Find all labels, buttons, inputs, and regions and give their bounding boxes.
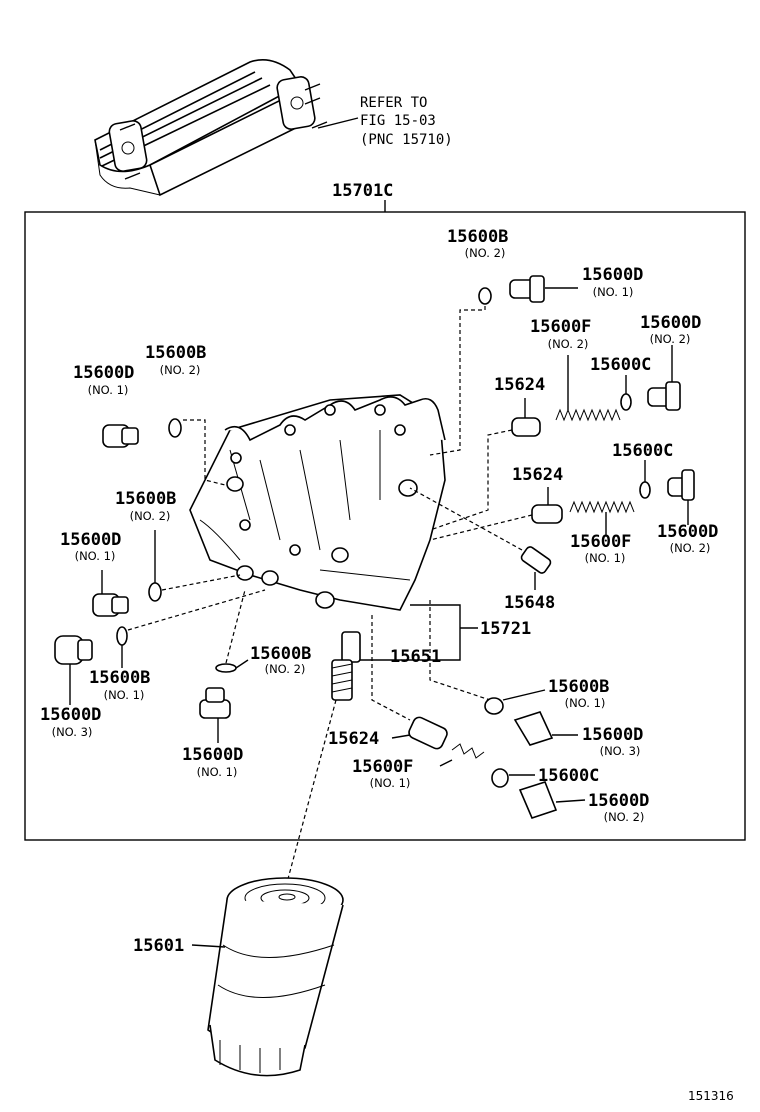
part-number-label: 15600D (640, 313, 701, 333)
part-variant-label: (NO. 1) (565, 696, 606, 710)
part-number-label: 15721 (480, 619, 531, 639)
part-variant-label: (NO. 3) (52, 725, 93, 739)
oil-cooler-drawing (94, 59, 359, 197)
part-number-label: 15600D (582, 265, 643, 285)
filter-bracket-body (189, 394, 446, 611)
part-number-label: 15624 (512, 465, 563, 485)
assembly-frame (24, 211, 746, 841)
part-number-label: 15648 (504, 593, 555, 613)
spring-f2 (555, 408, 621, 422)
oil-filter (207, 877, 344, 1077)
part-variant-label: (NO. 2) (465, 246, 506, 260)
part-number-label: 15651 (390, 647, 441, 667)
plug-d1-topright (509, 275, 545, 303)
part-variant-label: (NO. 2) (604, 810, 645, 824)
part-variant-label: (NO. 1) (104, 688, 145, 702)
part-number-label: 15600F (352, 757, 413, 777)
part-number-label: 15600D (588, 791, 649, 811)
part-number-label: 15600F (570, 532, 631, 552)
part-variant-label: (NO. 1) (585, 551, 626, 565)
part-number-label: 15624 (494, 375, 545, 395)
part-number-label: 15624 (328, 729, 379, 749)
part-variant-label: (NO. 1) (75, 549, 116, 563)
part-variant-label: (NO. 3) (600, 744, 641, 758)
part-variant-label: (NO. 1) (88, 383, 129, 397)
part-labels: 15600B(NO. 2)15600D(NO. 1)15600F(NO. 2)1… (40, 227, 718, 956)
part-number-label: 15600C (590, 355, 651, 375)
part-number-label: 15600D (657, 522, 718, 542)
part-number-label: 15600D (182, 745, 243, 765)
part-variant-label: (NO. 2) (160, 363, 201, 377)
diagram-id: 151316 (688, 1089, 734, 1103)
part-variant-label: (NO. 2) (265, 662, 306, 676)
part-number-label: 15600C (612, 441, 673, 461)
part-variant-label: (NO. 1) (370, 776, 411, 790)
stud-15651 (331, 631, 361, 701)
part-number-label: 15600D (60, 530, 121, 550)
part-number-label: 15600D (40, 705, 101, 725)
part-number-label: 15600B (115, 489, 176, 509)
part-variant-label: (NO. 1) (197, 765, 238, 779)
part-number-label: 15600D (582, 725, 643, 745)
part-number-label: 15600B (548, 677, 609, 697)
part-variant-label: (NO. 2) (670, 541, 711, 555)
part-number-label: 15600F (530, 317, 591, 337)
part-variant-label: (NO. 2) (130, 509, 171, 523)
part-variant-label: (NO. 2) (548, 337, 589, 351)
part-number-label: 15600B (447, 227, 508, 247)
assembly-number: 15701C (332, 181, 393, 201)
part-number-label: 15600B (250, 644, 311, 664)
reference-line-3: (PNC 15710) (360, 132, 453, 148)
reference-line-1: REFER TO (360, 95, 427, 111)
part-variant-label: (NO. 1) (593, 285, 634, 299)
part-number-label: 15600C (538, 766, 599, 786)
part-number-label: 15601 (133, 936, 184, 956)
part-number-label: 15600B (145, 343, 206, 363)
reference-line-2: FIG 15-03 (360, 113, 436, 129)
part-number-label: 15600D (73, 363, 134, 383)
part-variant-label: (NO. 2) (650, 332, 691, 346)
part-number-label: 15600B (89, 668, 150, 688)
